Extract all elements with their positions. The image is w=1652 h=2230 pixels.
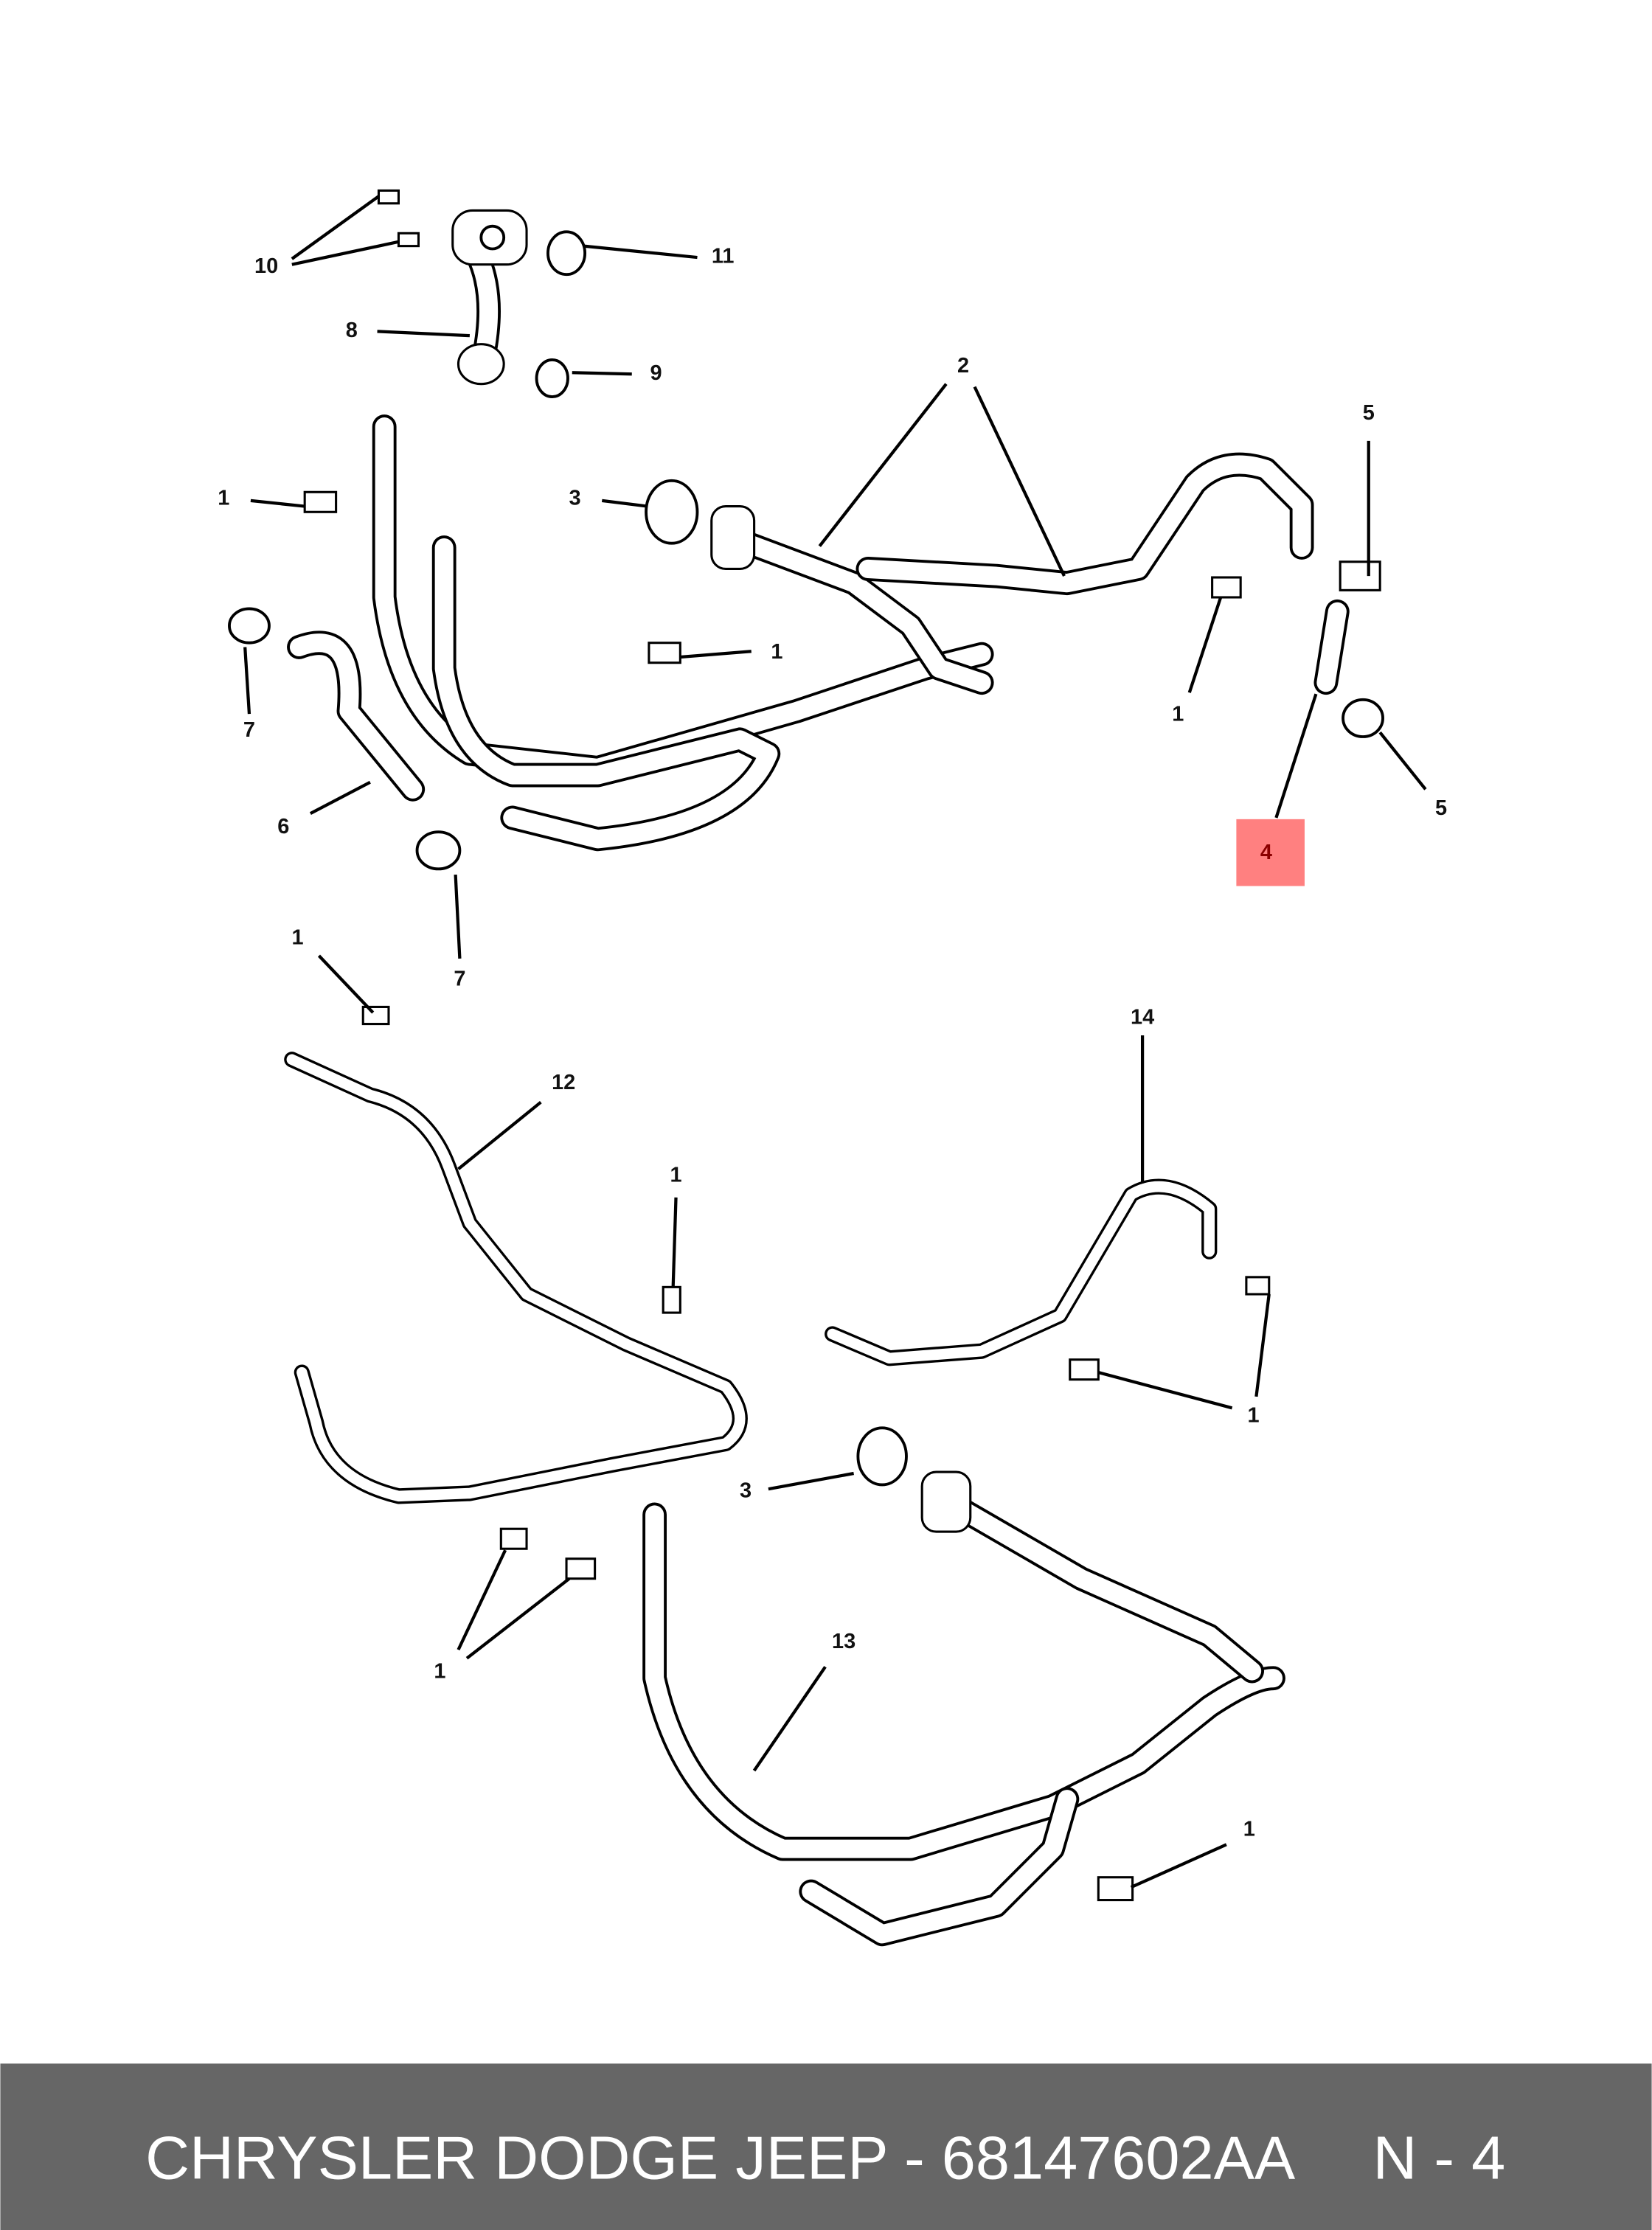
callout-label: 8	[346, 319, 358, 342]
callout-label: 5	[1435, 796, 1447, 820]
callout-label: 5	[1363, 401, 1375, 425]
callout-label: 7	[454, 967, 465, 990]
pipe-end	[710, 505, 756, 570]
o-ring-3	[645, 479, 699, 545]
o-ring-11	[546, 230, 587, 277]
clamp-7	[228, 607, 271, 645]
callout-label: 1	[771, 640, 782, 664]
clamp-7	[415, 830, 462, 871]
callout-label: 1	[670, 1164, 681, 1187]
clamp-5	[1342, 698, 1384, 738]
callout-label: 12	[552, 1071, 575, 1094]
callout-label: 6	[277, 815, 289, 838]
callout-label: 7	[243, 718, 255, 742]
footer-code: N - 4	[1373, 2124, 1506, 2192]
pipe-13	[499, 1426, 1285, 1947]
callout-label: 1	[1247, 1403, 1259, 1427]
clip-5	[1339, 560, 1381, 591]
o-ring-9	[535, 358, 569, 398]
callout-label: 11	[712, 245, 735, 268]
callout-label: 10	[254, 254, 278, 278]
callout-label-highlighted: 4	[1260, 841, 1272, 864]
leader-lines	[243, 195, 1427, 1889]
callout-labels: 10 11 8 9 2 5 1 3 1 7 1 6 5 4 7 1 14 12 …	[218, 245, 1447, 1841]
callout-label: 1	[1172, 703, 1184, 726]
callout-label: 3	[740, 1479, 752, 1503]
o-ring-3	[856, 1426, 908, 1487]
pipe-12	[284, 1005, 748, 1504]
callout-label: 3	[569, 487, 581, 510]
flange-part-8	[451, 209, 528, 266]
callout-label: 9	[650, 361, 662, 385]
callout-label: 1	[291, 925, 303, 949]
footer-title: CHRYSLER DODGE JEEP - 68147602AA	[145, 2124, 1296, 2192]
callout-label: 1	[1243, 1818, 1255, 1841]
pipe-14	[825, 1178, 1271, 1381]
callout-label: 13	[832, 1630, 856, 1653]
upper-assembly	[228, 189, 1384, 871]
highlight-box	[1236, 819, 1305, 886]
callout-label: 14	[1131, 1005, 1154, 1029]
footer-bar: CHRYSLER DODGE JEEP - 68147602AA N - 4	[0, 2063, 1652, 2230]
callout-label: 1	[218, 487, 229, 510]
callout-label: 1	[434, 1660, 445, 1684]
callout-label: 2	[957, 354, 969, 378]
